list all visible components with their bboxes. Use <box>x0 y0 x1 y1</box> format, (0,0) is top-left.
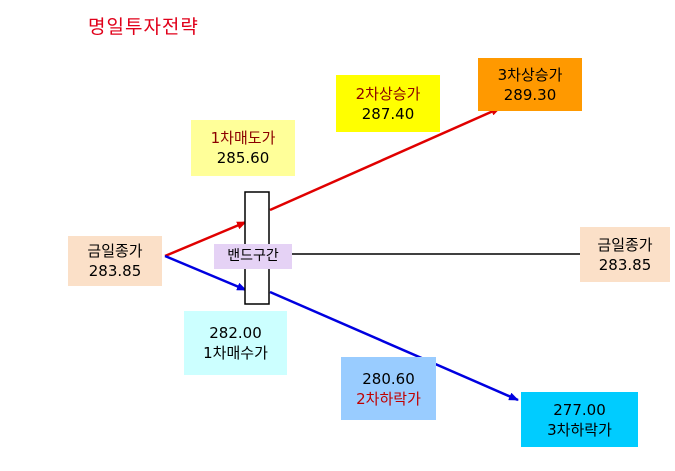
today-close-right-box: 금일종가 283.85 <box>580 227 670 282</box>
buy1-box: 282.00 1차매수가 <box>184 311 287 375</box>
buy1-value: 282.00 <box>209 324 262 342</box>
fall3-label: 3차하락가 <box>547 420 612 439</box>
rise3-box: 3차상승가 289.30 <box>478 58 582 111</box>
down-arrow-to-band <box>164 254 247 292</box>
fall2-box: 280.60 2차하락가 <box>341 357 436 420</box>
fall2-value: 280.60 <box>362 369 415 388</box>
page-title: 명일투자전략 <box>88 16 199 38</box>
band-label: 밴드구간 <box>214 244 292 269</box>
fall2-label: 2차하락가 <box>356 389 421 408</box>
rise2-value: 287.40 <box>361 104 415 123</box>
up-line-to-rise3 <box>269 106 501 212</box>
rise2-box: 2차상승가 287.40 <box>336 75 440 132</box>
today-close-left-value: 283.85 <box>88 262 142 280</box>
rise2-label: 2차상승가 <box>355 84 421 103</box>
down-line-to-fall3 <box>269 290 519 402</box>
today-close-right-value: 283.85 <box>598 255 652 274</box>
sell1-value: 285.60 <box>216 149 270 167</box>
rise3-value: 289.30 <box>503 85 557 104</box>
sell1-box: 1차매도가 285.60 <box>191 120 295 176</box>
buy1-label: 1차매수가 <box>203 344 268 362</box>
up-arrow-to-band <box>164 220 247 258</box>
today-close-left-label: 금일종가 <box>87 242 143 260</box>
fall3-box: 277.00 3차하락가 <box>521 392 638 447</box>
rise3-label: 3차상승가 <box>497 65 563 84</box>
sell1-label: 1차매도가 <box>210 129 276 147</box>
today-close-right-label: 금일종가 <box>597 235 653 254</box>
fall3-value: 277.00 <box>553 400 606 419</box>
today-close-left-box: 금일종가 283.85 <box>68 236 162 286</box>
